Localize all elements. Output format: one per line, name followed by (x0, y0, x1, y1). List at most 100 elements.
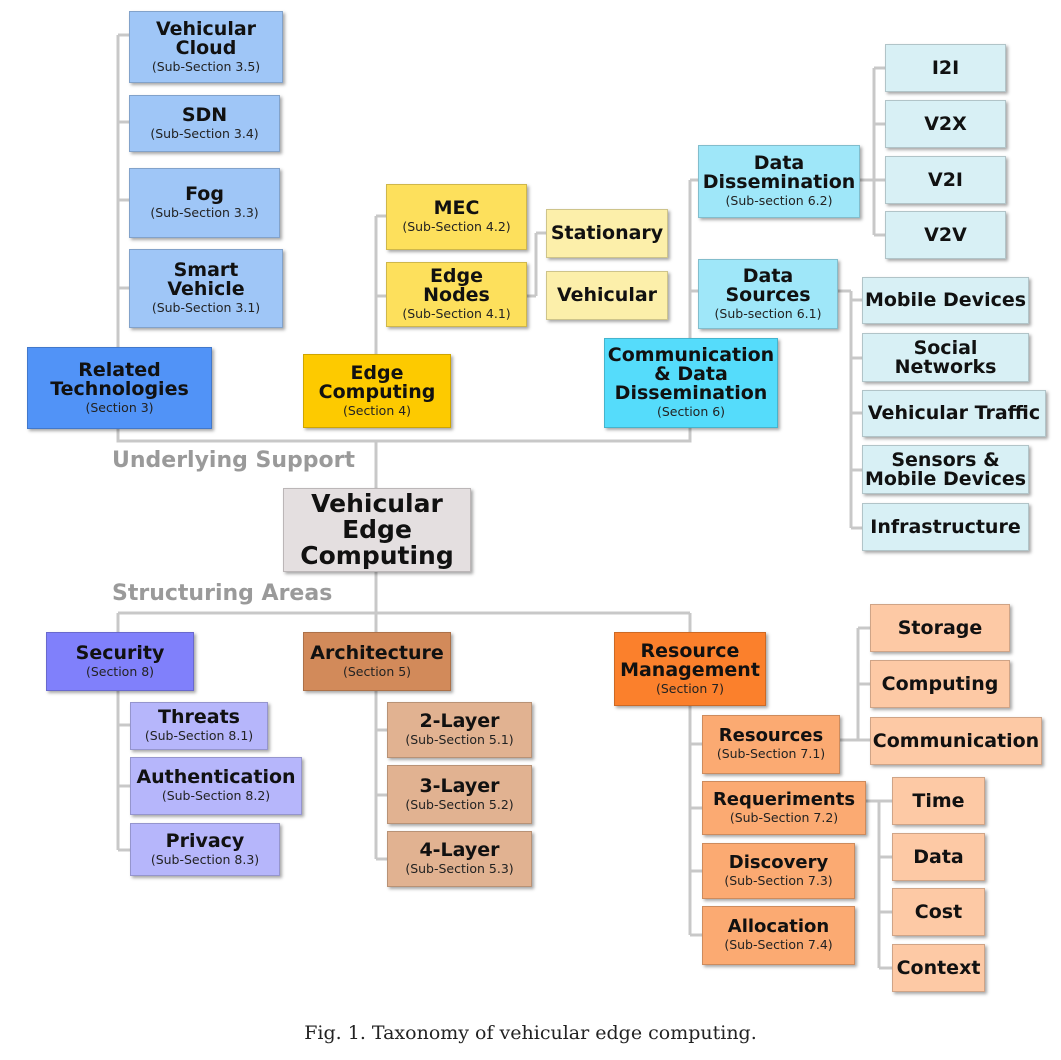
node-social-networks: Social Networks (862, 333, 1029, 382)
node-4-layer: 4-Layer (Sub-Section 5.3) (387, 831, 532, 887)
node-subtitle: (Sub-Section 4.1) (402, 306, 511, 322)
node-allocation: Allocation (Sub-Section 7.4) (702, 906, 855, 965)
node-computing: Computing (870, 660, 1010, 708)
node-subtitle: (Section 8) (85, 663, 155, 679)
node-storage: Storage (870, 604, 1010, 652)
node-fog: Fog (Sub-Section 3.3) (129, 168, 280, 238)
node-subtitle: (Section 5) (342, 663, 412, 679)
node-title: Context (896, 956, 981, 979)
node-vehicular-cloud: Vehicular Cloud (Sub-Section 3.5) (129, 11, 283, 83)
node-subtitle: (Sub-Section 7.2) (729, 809, 839, 825)
node-subtitle: (Section 4) (342, 402, 412, 418)
node-title: 2-Layer (419, 710, 500, 733)
node-title: Related Technologies (50, 358, 189, 400)
node-title: Threats (158, 706, 240, 729)
center-title: Vehicular Edge Computing (300, 488, 454, 571)
node-title: Data (913, 845, 964, 868)
node-title: Resource Management (620, 639, 760, 681)
node-data-dissemination: Data Dissemination (Sub-section 6.2) (698, 145, 860, 218)
node-title: Communication (872, 729, 1040, 752)
node-title: Mobile Devices (864, 289, 1027, 311)
node-title: MEC (433, 197, 480, 220)
node-subtitle: (Sub-Section 4.2) (402, 219, 511, 235)
node-subtitle: (Sub-Section 8.1) (144, 728, 254, 744)
node-authentication: Authentication (Sub-Section 8.2) (130, 757, 302, 815)
node-discovery: Discovery (Sub-Section 7.3) (702, 843, 855, 899)
node-subtitle: (Sub-Section 8.3) (150, 851, 260, 867)
node-subtitle: (Sub-Section 5.2) (405, 796, 514, 812)
node-communication-data-dissemination: Communication & Data Dissemination (Sect… (604, 338, 778, 428)
node-v2i: V2I (885, 156, 1006, 204)
node-sdn: SDN (Sub-Section 3.4) (129, 95, 280, 152)
node-title: Stationary (550, 222, 664, 244)
node-title: Security (75, 641, 165, 664)
node-edge-nodes: Edge Nodes (Sub-Section 4.1) (386, 262, 527, 327)
underlying-support-label: Underlying Support (112, 448, 356, 473)
node-requeriments: Requeriments (Sub-Section 7.2) (702, 781, 866, 835)
node-title: Architecture (310, 641, 444, 664)
node-title: Computing (881, 672, 999, 695)
node-subtitle: (Sub-Section 5.3) (405, 861, 514, 877)
node-title: 4-Layer (419, 839, 500, 862)
node-title: Cost (914, 900, 963, 923)
node-title: I2I (931, 56, 960, 79)
node-title: Time (912, 789, 965, 812)
node-subtitle: (Sub-Section 3.1) (151, 300, 261, 316)
node-title: Vehicular Traffic (867, 402, 1041, 424)
node-mec: MEC (Sub-Section 4.2) (386, 184, 527, 250)
node-subtitle: (Section 7) (655, 680, 725, 696)
node-subtitle: (Sub-section 6.2) (725, 193, 833, 209)
node-mobile-devices: Mobile Devices (862, 277, 1029, 324)
node-smart-vehicle: Smart Vehicle (Sub-Section 3.1) (129, 249, 283, 328)
node-vehicular: Vehicular (546, 271, 668, 320)
node-subtitle: (Section 3) (85, 399, 154, 415)
node-subtitle: (Sub-section 6.1) (714, 305, 822, 321)
node-title: Edge Computing (318, 361, 436, 403)
node-subtitle: (Sub-Section 8.2) (161, 788, 271, 804)
node-subtitle: (Sub-Section 5.1) (405, 732, 514, 748)
node-title: Edge Nodes (423, 265, 490, 307)
node-subtitle: (Sub-Section 7.4) (724, 937, 833, 953)
structuring-areas-label: Structuring Areas (112, 581, 333, 606)
node-communication: Communication (870, 717, 1042, 765)
node-privacy: Privacy (Sub-Section 8.3) (130, 823, 280, 876)
node-title: Authentication (136, 766, 296, 789)
node-title: V2V (924, 223, 967, 246)
node-title: Storage (897, 616, 983, 639)
node-title: Social Networks (894, 336, 997, 378)
node-threats: Threats (Sub-Section 8.1) (130, 702, 268, 750)
node-title: Fog (185, 183, 224, 206)
node-subtitle: (Sub-Section 3.3) (150, 205, 259, 221)
node-subtitle: (Sub-Section 7.3) (724, 872, 833, 888)
node-edge-computing: Edge Computing (Section 4) (303, 354, 451, 428)
node-title: Vehicular Cloud (155, 17, 257, 59)
node-context: Context (892, 944, 985, 992)
node-vehicular-edge-computing: Vehicular Edge Computing (283, 488, 471, 572)
node-related-technologies: Related Technologies (Section 3) (27, 347, 212, 429)
node-time: Time (892, 777, 985, 825)
node-title: SDN (181, 103, 228, 126)
node-sensors-mobile-devices: Sensors & Mobile Devices (862, 445, 1029, 494)
node-title: Privacy (165, 829, 245, 852)
node-title: V2X (924, 112, 967, 135)
node-security: Security (Section 8) (46, 632, 194, 691)
node-title: 3-Layer (419, 774, 500, 797)
node-data-sources: Data Sources (Sub-section 6.1) (698, 259, 838, 329)
node-title: V2I (928, 168, 963, 191)
node-title: Smart Vehicle (167, 259, 245, 301)
node-stationary: Stationary (546, 209, 668, 258)
node-title: Resources (718, 725, 824, 747)
node-v2x: V2X (885, 100, 1006, 148)
node-title: Discovery (728, 851, 829, 873)
node-3-layer: 3-Layer (Sub-Section 5.2) (387, 765, 532, 824)
node-i2i: I2I (885, 44, 1006, 92)
node-v2v: V2V (885, 211, 1006, 259)
node-title: Sensors & Mobile Devices (864, 448, 1027, 490)
node-subtitle: (Sub-Section 3.4) (150, 125, 259, 141)
node-infrastructure: Infrastructure (862, 503, 1029, 551)
node-cost: Cost (892, 888, 985, 936)
node-subtitle: (Sub-Section 7.1) (716, 746, 826, 762)
node-title: Communication & Data Dissemination (607, 344, 775, 405)
